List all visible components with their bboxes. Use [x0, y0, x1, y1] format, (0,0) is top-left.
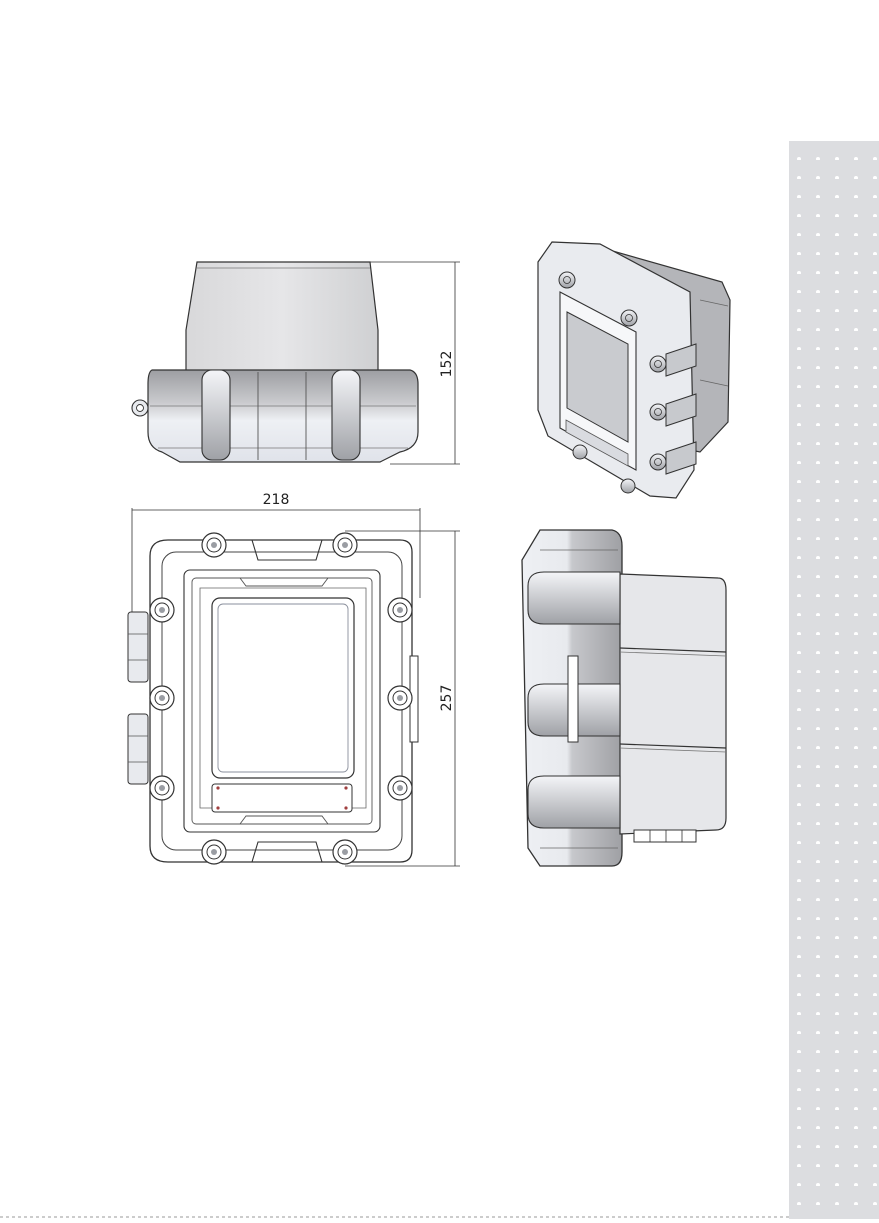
front-view-window	[212, 598, 354, 778]
dimension-152: 152	[439, 351, 455, 378]
dimension-218: 218	[263, 492, 290, 508]
top-view: 152	[132, 262, 460, 464]
side-view-housing	[620, 574, 726, 834]
dimension-257: 257	[439, 685, 455, 712]
hinges	[128, 612, 148, 784]
top-view-hood	[186, 262, 378, 372]
nameplate	[212, 784, 352, 812]
isometric-view	[538, 242, 730, 498]
front-view: 218 257	[128, 492, 460, 866]
top-view-boss	[332, 370, 360, 460]
sidebar-dot-pattern	[789, 141, 879, 1219]
side-view	[522, 530, 726, 866]
top-view-boss	[202, 370, 230, 460]
dotted-sidebar	[789, 141, 879, 1219]
